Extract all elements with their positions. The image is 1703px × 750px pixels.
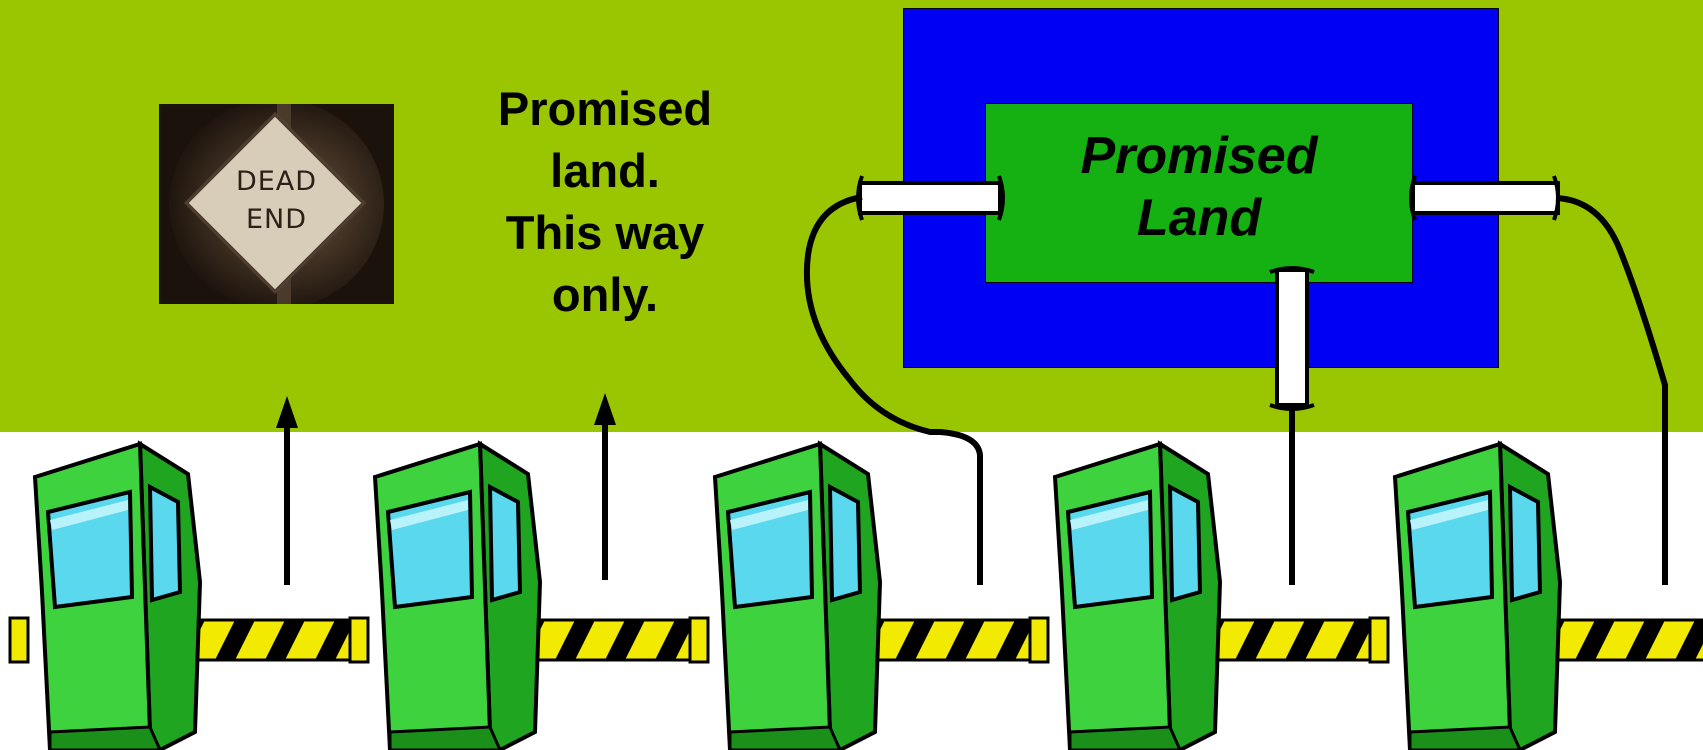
- path-booth5-to-right-pipe: [1555, 195, 1668, 585]
- toll-booth-1: [8, 442, 352, 750]
- caption-text: Promised land. This way only.: [460, 78, 750, 326]
- dead-end-sign-icon: DEAD END: [159, 104, 394, 304]
- caption-line3: This way: [505, 206, 705, 259]
- promised-land-inner-box: [985, 103, 1413, 283]
- promised-land-line2: Land: [1136, 189, 1262, 247]
- toll-booth-5: [1368, 442, 1703, 750]
- path-booth3-to-left-pipe: [803, 194, 983, 585]
- pipe-icon-bottom: [1269, 266, 1315, 411]
- toll-booth-4: [1028, 442, 1372, 750]
- arrow-up-icon-2: [594, 393, 616, 580]
- arrow-up-icon-1: [276, 396, 298, 585]
- pipe-icon-left: [856, 175, 1005, 221]
- sign-text-line2: END: [245, 204, 308, 235]
- promised-land-label: Promised Land: [985, 125, 1413, 249]
- caption-line2: land.: [550, 144, 660, 197]
- sign-text-line1: DEAD: [235, 166, 318, 197]
- caption-line4: only.: [551, 268, 659, 321]
- promised-land-line1: Promised: [1080, 127, 1318, 185]
- caption-line1: Promised: [497, 82, 713, 135]
- toll-booth-2: [348, 442, 692, 750]
- pipe-icon-right: [1409, 175, 1560, 221]
